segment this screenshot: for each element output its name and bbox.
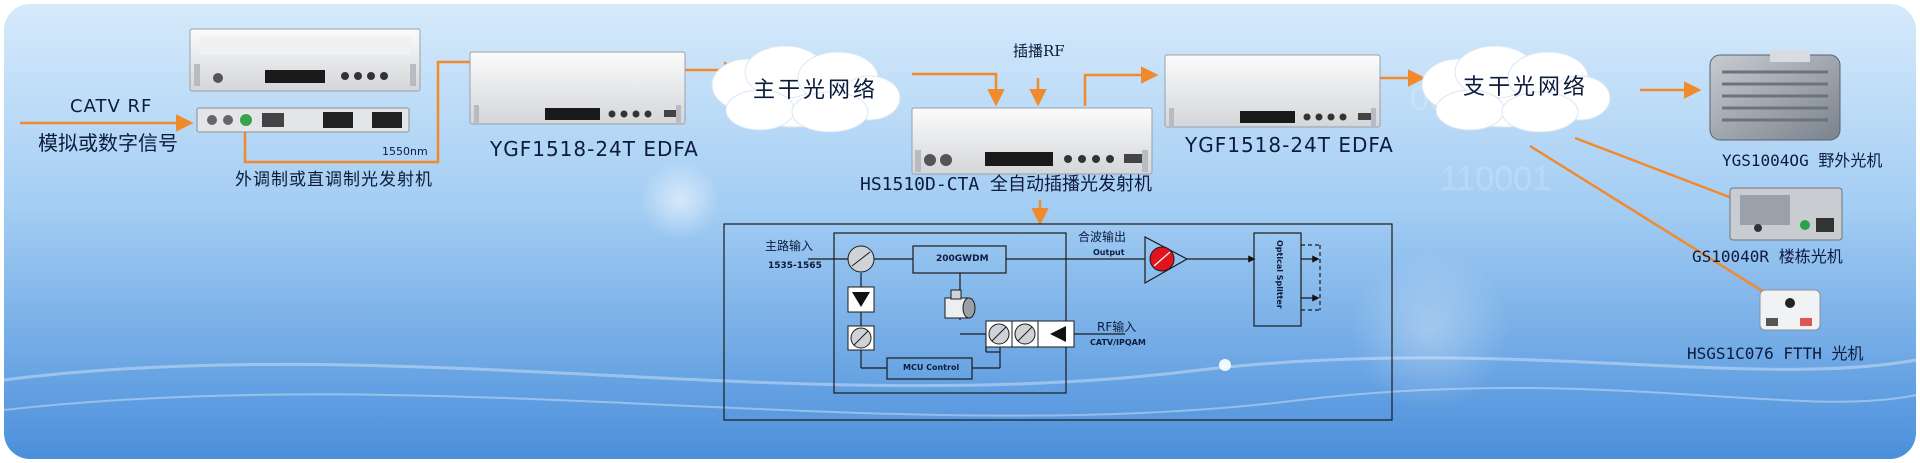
main-range-label: 1535-1565	[768, 261, 822, 271]
transmitter-device-rear	[196, 107, 410, 133]
ftth-receiver-device	[1759, 289, 1821, 331]
main-network-cloud	[711, 45, 901, 133]
ftth-receiver-label: HSGS1C076 FTTH 光机	[1687, 344, 1864, 363]
combined-output-label: 合波输出	[1078, 230, 1127, 244]
mcu-label: MCU Control	[903, 363, 960, 372]
outdoor-receiver-device	[1709, 50, 1841, 141]
edfa1-label: YGF1518-24T EDFA	[490, 137, 699, 161]
transmitter-label: 外调制或直调制光发射机	[235, 170, 433, 190]
insert-transmitter-label: HS1510D-CTA 全自动插播光发射机	[860, 174, 1153, 195]
signal-type-label: 模拟或数字信号	[38, 131, 178, 155]
transmitter-device-front	[189, 28, 421, 92]
outdoor-receiver-label: YGS1004OG 野外光机	[1722, 151, 1883, 170]
rf-input-label: RF输入	[1097, 320, 1137, 334]
building-receiver-label: GS10040R 楼栋光机	[1692, 247, 1843, 266]
branch-network-label: 支干光网络	[1463, 75, 1589, 100]
building-receiver-device	[1729, 187, 1843, 241]
branch-network-cloud	[1421, 45, 1611, 133]
insert-rf-label: 插播RF	[1013, 42, 1065, 60]
main-network-label: 主干光网络	[753, 78, 879, 103]
svg-text:110001: 110001	[1440, 160, 1551, 198]
wdm-label: 200GWDM	[936, 254, 989, 264]
edfa1-device	[469, 51, 686, 125]
edfa2-device	[1164, 54, 1381, 128]
splitter-label: Optical Splitter	[1275, 240, 1284, 309]
insert-transmitter-device	[911, 107, 1153, 175]
rf-source-label: CATV/IPQAM	[1090, 338, 1146, 347]
block-diagram	[723, 223, 1393, 421]
edfa2-label: YGF1518-24T EDFA	[1185, 133, 1394, 157]
catv-rf-label: CATV RF	[70, 96, 153, 117]
main-input-label: 主路输入	[765, 239, 814, 253]
output-label: Output	[1093, 248, 1125, 257]
wavelength-label: 1550nm	[382, 145, 428, 158]
